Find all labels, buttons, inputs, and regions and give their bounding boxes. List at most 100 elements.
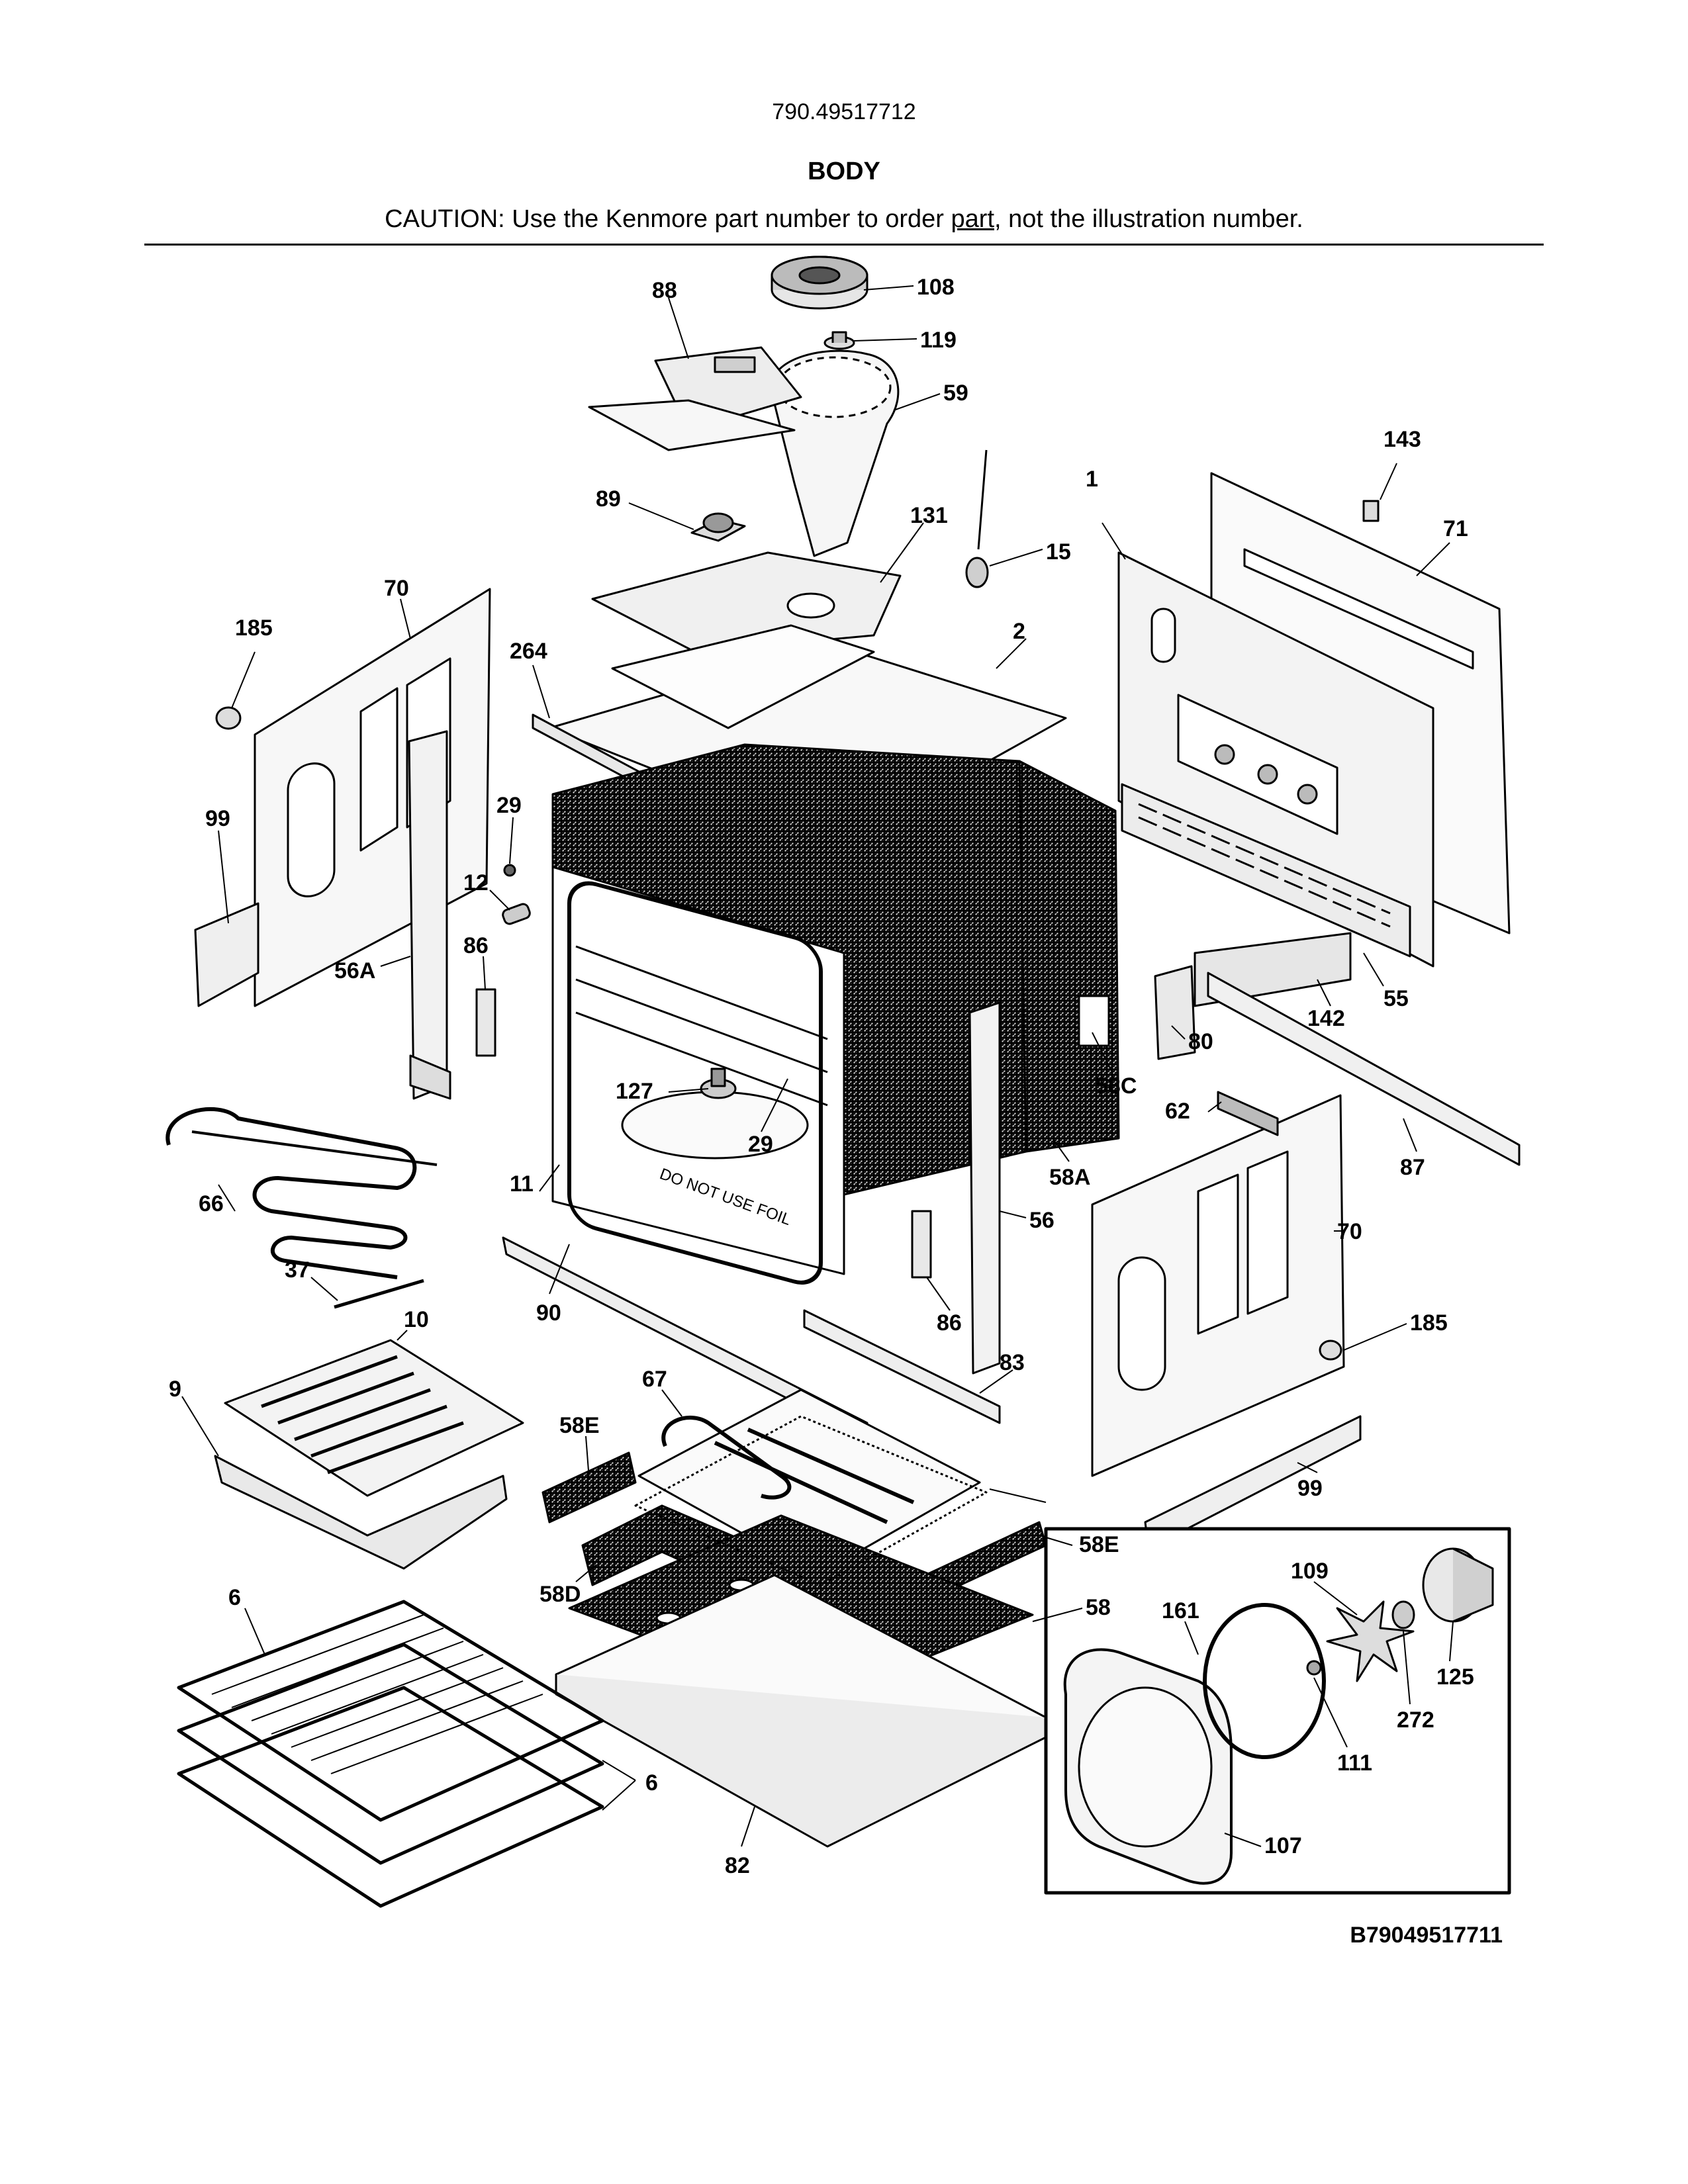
callout-59: 59 <box>943 381 968 406</box>
callout-58D: 58D <box>539 1582 581 1607</box>
header-divider <box>144 244 1544 246</box>
callout-272: 272 <box>1397 1707 1434 1733</box>
callout-2: 2 <box>1013 619 1025 644</box>
side-panel-70-left <box>254 588 491 1007</box>
fan-cover-107 <box>1063 1648 1233 1885</box>
rail-87 <box>1207 972 1521 1166</box>
callout-labels: 108 88 119 59 143 1 71 89 131 15 70 185 … <box>169 275 1474 1878</box>
callout-80: 80 <box>1188 1029 1213 1054</box>
callout-89: 89 <box>596 486 621 512</box>
trim-56A <box>408 730 448 1100</box>
fan-part-119 <box>823 331 855 350</box>
callout-12: 12 <box>463 870 489 895</box>
callout-111: 111 <box>1337 1751 1372 1776</box>
duct-131 <box>591 551 902 653</box>
probe-37 <box>334 1279 424 1309</box>
callout-56A: 56A <box>334 958 375 983</box>
bracket-83 <box>803 1309 1001 1424</box>
callout-10: 10 <box>404 1307 429 1332</box>
callout-56: 56 <box>1029 1208 1055 1233</box>
spacer-272 <box>1391 1600 1415 1629</box>
rear-panel-1 <box>1117 551 1434 968</box>
vent-cover-55 <box>1121 783 1411 958</box>
sensor-15 <box>965 449 989 588</box>
callout-161: 161 <box>1162 1598 1199 1623</box>
callout-58E-right: 58E <box>1079 1532 1119 1557</box>
callout-29-a: 29 <box>496 793 522 818</box>
caution-suffix: , not the illustration number. <box>994 205 1303 233</box>
ring-element-161 <box>1203 1603 1326 1759</box>
callout-86-a: 86 <box>463 933 489 958</box>
broiler-pan-9 <box>214 1455 508 1570</box>
callout-131: 131 <box>910 503 948 528</box>
callout-99-left: 99 <box>205 806 230 831</box>
callout-70-right: 70 <box>1337 1219 1362 1244</box>
oven-cavity-11: DO NOT USE FOIL <box>551 866 845 1285</box>
switch-89 <box>690 512 746 542</box>
callout-58C: 58C <box>1096 1073 1137 1099</box>
callout-87: 87 <box>1400 1155 1425 1180</box>
callout-119: 119 <box>920 328 957 353</box>
bumper-185-left <box>215 706 242 730</box>
callout-83: 83 <box>1000 1350 1025 1375</box>
callout-29-b: 29 <box>748 1132 773 1157</box>
callout-58A: 58A <box>1049 1165 1090 1190</box>
screw-29 <box>503 864 516 877</box>
duct-88 <box>588 346 802 451</box>
fan-motor-125 <box>1422 1547 1494 1623</box>
callout-55: 55 <box>1383 986 1409 1011</box>
callout-264: 264 <box>510 639 547 664</box>
callout-127: 127 <box>616 1079 653 1104</box>
callout-62: 62 <box>1165 1099 1190 1124</box>
callout-11: 11 <box>510 1171 534 1197</box>
caution-note: CAUTION: Use the Kenmore part number to … <box>0 205 1688 234</box>
callout-6-bottom: 6 <box>645 1770 658 1796</box>
callout-109: 109 <box>1291 1559 1329 1584</box>
callout-58E-left: 58E <box>559 1413 600 1438</box>
callout-107: 107 <box>1264 1833 1302 1858</box>
callout-185-right: 185 <box>1410 1310 1448 1336</box>
callout-143: 143 <box>1383 427 1421 452</box>
callout-9: 9 <box>169 1377 181 1402</box>
callout-99-right: 99 <box>1297 1476 1323 1501</box>
convection-motor-108 <box>771 255 868 310</box>
nut-111 <box>1306 1660 1322 1676</box>
insulation-58E-left <box>541 1451 637 1524</box>
callout-142: 142 <box>1307 1006 1345 1031</box>
bottom-rail-57 <box>634 1415 988 1586</box>
callout-86-b: 86 <box>937 1310 962 1336</box>
convection-fan-inset <box>1044 1527 1511 1895</box>
callout-71: 71 <box>1443 516 1468 541</box>
figure-id: B79049517711 <box>1350 1923 1503 1948</box>
side-panel-70-right <box>1091 1094 1345 1477</box>
callout-66: 66 <box>199 1191 224 1216</box>
caution-part-link[interactable]: part <box>951 205 994 233</box>
bracket-86-a <box>475 988 496 1057</box>
callout-185-left: 185 <box>235 615 273 641</box>
terminal-62 <box>1217 1091 1279 1136</box>
model-number: 790.49517712 <box>772 99 916 124</box>
oven-racks-6 <box>177 1600 604 1908</box>
callout-70-left: 70 <box>384 576 409 601</box>
callout-90: 90 <box>536 1300 561 1326</box>
insulation-58C <box>1078 995 1110 1047</box>
callout-37: 37 <box>285 1257 310 1283</box>
page-title: BODY <box>808 158 880 185</box>
callout-67: 67 <box>642 1367 667 1392</box>
bumper-185-right <box>1319 1340 1342 1361</box>
retainer-143 <box>1362 500 1380 522</box>
callout-1: 1 <box>1086 467 1098 492</box>
bracket-99-left <box>194 902 259 1007</box>
callout-58: 58 <box>1086 1595 1111 1620</box>
callout-125: 125 <box>1436 1664 1474 1690</box>
callout-6-top: 6 <box>228 1585 241 1610</box>
fan-blade-109 <box>1326 1600 1415 1682</box>
callout-108: 108 <box>917 275 955 300</box>
broiler-insert-10 <box>224 1339 524 1497</box>
callout-82: 82 <box>725 1853 750 1878</box>
callout-88: 88 <box>652 278 677 303</box>
blower-housing-59 <box>770 349 900 557</box>
bracket-86-b <box>911 1210 932 1279</box>
bracket-80 <box>1154 965 1196 1060</box>
